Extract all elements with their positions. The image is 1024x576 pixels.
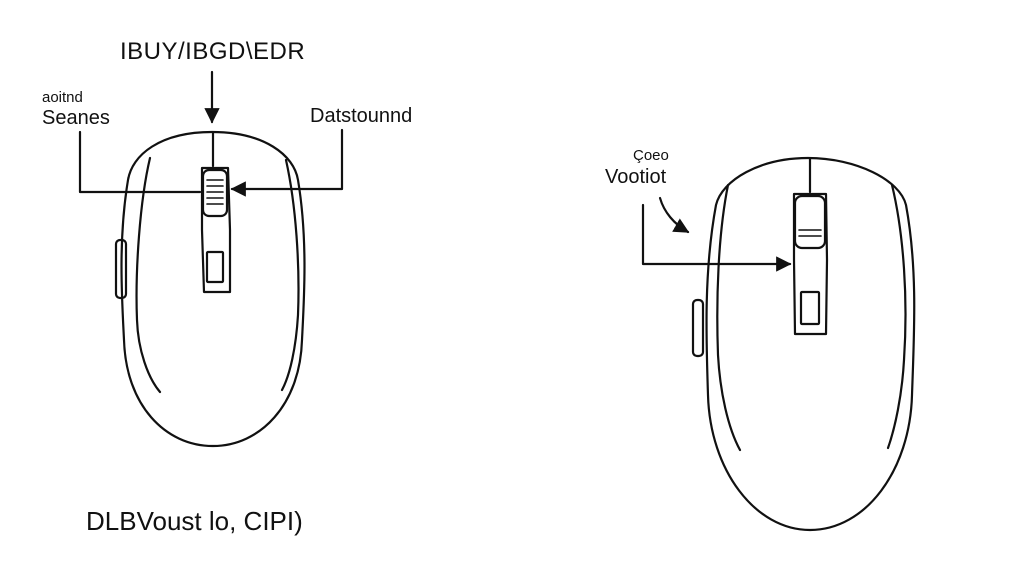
right-label: Datstounnd <box>310 105 413 127</box>
mouse-right-scroll-wheel <box>795 196 825 248</box>
left-label-leader <box>80 132 200 192</box>
mouse-right-label-leader <box>643 205 792 272</box>
mouse-right-curved-arrow <box>660 198 690 232</box>
mouse-left-side-button <box>116 240 126 298</box>
mouse-left-dpi-button <box>207 252 223 282</box>
mouse-right <box>693 158 914 530</box>
diagram-title: IBUY/IBGD\EDR <box>120 38 306 65</box>
mouse-right-label-small: Çoeo <box>633 147 669 164</box>
mouse-left-scroll-wheel <box>203 170 227 216</box>
right-label-leader <box>230 130 342 197</box>
mouse-right-inner-right-curve <box>888 185 906 448</box>
mouse-right-label-main: Vootiot <box>605 166 667 188</box>
mouse-right-wheel-ribs <box>799 230 821 236</box>
mouse-right-body <box>706 158 914 530</box>
left-label-small: aoitnd <box>42 89 83 106</box>
mouse-right-inner-left-curve <box>717 185 740 450</box>
mouse-right-dpi-button <box>801 292 819 324</box>
mouse-left-body <box>122 132 305 446</box>
mouse-left-inner-right-curve <box>282 160 299 390</box>
mouse-right-side-button <box>693 300 703 356</box>
left-label-main: Seanes <box>42 107 110 129</box>
mouse-left-wheel-ribs <box>207 180 223 204</box>
mouse-right-center-strip <box>794 194 827 334</box>
mouse-left-inner-left-curve <box>137 158 160 392</box>
mouse-left <box>116 132 305 446</box>
mouse-left-center-strip <box>202 168 230 292</box>
diagram-caption: DLBVoust lo, CIPI) <box>86 506 303 536</box>
